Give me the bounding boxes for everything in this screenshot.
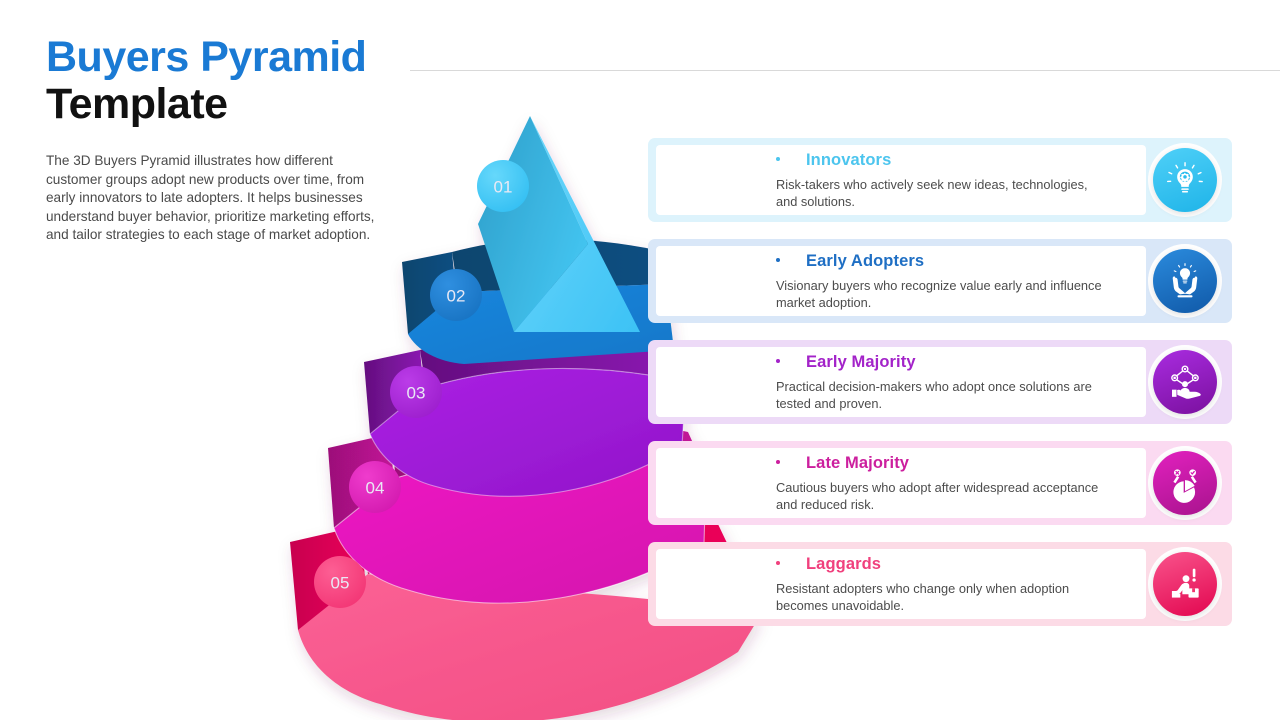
stage-icon-badge[interactable] xyxy=(1148,345,1222,419)
stage-row-text: Early Majority Practical decision-makers… xyxy=(776,353,1222,412)
stage-list: Innovators Risk-takers who actively seek… xyxy=(648,138,1232,643)
pyramid-badge-label-04: 04 xyxy=(366,479,385,498)
title-line-2: Template xyxy=(46,80,228,128)
pyramid-badge-label-05: 05 xyxy=(331,574,350,593)
page-title: Buyers Pyramid Template xyxy=(46,36,426,130)
stage-title: Early Adopters xyxy=(806,252,925,270)
stage-description: Practical decision-makers who adopt once… xyxy=(776,379,1092,411)
stage-title: Early Majority xyxy=(806,353,916,371)
stage-description: Visionary buyers who recognize value ear… xyxy=(776,278,1102,310)
stage-description: Cautious buyers who adopt after widespre… xyxy=(776,480,1099,512)
title-line-1: Buyers Pyramid xyxy=(46,33,367,81)
pyramid-badge-02: 02 xyxy=(430,269,482,321)
bullet-icon xyxy=(776,257,780,262)
header-divider xyxy=(410,70,1280,71)
hands-holding-bulb-icon xyxy=(1153,249,1217,313)
stage-description: Risk-takers who actively seek new ideas,… xyxy=(776,177,1088,209)
stage-row-card xyxy=(656,448,1146,518)
pyramid-graphic: 01 02 03 04 05 xyxy=(268,96,788,720)
hand-network-person-icon xyxy=(1153,350,1217,414)
pyramid-badge-03: 03 xyxy=(390,366,442,418)
stage-row-card xyxy=(656,549,1146,619)
stage-title: Late Majority xyxy=(806,454,910,472)
stage-icon-badge[interactable] xyxy=(1148,244,1222,318)
stage-title: Innovators xyxy=(806,151,892,169)
pyramid-badge-04: 04 xyxy=(349,461,401,513)
pie-chart-pins-icon xyxy=(1153,451,1217,515)
pyramid-badge-05: 05 xyxy=(314,556,366,608)
bullet-icon xyxy=(776,156,780,161)
stage-row-early-majority[interactable]: Early Majority Practical decision-makers… xyxy=(648,340,1232,424)
pyramid-badge-label-03: 03 xyxy=(407,384,426,403)
stage-row-text: Late Majority Cautious buyers who adopt … xyxy=(776,454,1222,513)
stage-row-laggards[interactable]: Laggards Resistant adopters who change o… xyxy=(648,542,1232,626)
pyramid-number-badges: 01 02 03 04 05 xyxy=(314,160,529,608)
person-pushing-box-icon xyxy=(1153,552,1217,616)
stage-description: Resistant adopters who change only when … xyxy=(776,581,1070,613)
stage-row-card xyxy=(656,145,1146,215)
stage-row-innovators[interactable]: Innovators Risk-takers who actively seek… xyxy=(648,138,1232,222)
bullet-icon xyxy=(776,358,780,363)
stage-icon-badge[interactable] xyxy=(1148,547,1222,621)
stage-icon-badge[interactable] xyxy=(1148,143,1222,217)
stage-title: Laggards xyxy=(806,555,882,573)
stage-row-text: Innovators Risk-takers who actively seek… xyxy=(776,151,1222,210)
stage-row-card xyxy=(656,347,1146,417)
lightbulb-gear-icon xyxy=(1153,148,1217,212)
stage-row-card xyxy=(656,246,1146,316)
bullet-icon xyxy=(776,560,780,565)
stage-row-early-adopters[interactable]: Early Adopters Visionary buyers who reco… xyxy=(648,239,1232,323)
stage-row-text: Early Adopters Visionary buyers who reco… xyxy=(776,252,1222,311)
stage-row-text: Laggards Resistant adopters who change o… xyxy=(776,555,1222,614)
pyramid-badge-label-01: 01 xyxy=(494,178,513,197)
stage-icon-badge[interactable] xyxy=(1148,446,1222,520)
bullet-icon xyxy=(776,459,780,464)
intro-description: The 3D Buyers Pyramid illustrates how di… xyxy=(46,153,375,242)
stage-row-late-majority[interactable]: Late Majority Cautious buyers who adopt … xyxy=(648,441,1232,525)
pyramid-badge-01: 01 xyxy=(477,160,529,212)
pyramid-badge-label-02: 02 xyxy=(447,287,466,306)
